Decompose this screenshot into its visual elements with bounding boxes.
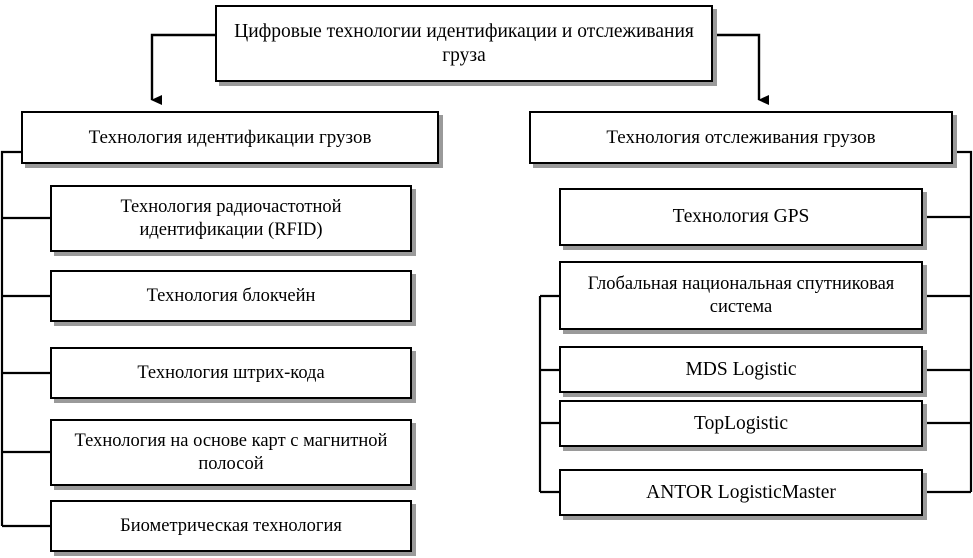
leaf-node-gnss[interactable]: Глобальная национальная спутниковая сист… bbox=[559, 261, 923, 330]
branch-node-tracking-label: Технология отслеживания грузов bbox=[606, 126, 876, 148]
connector-left-branch-trunk bbox=[0, 150, 50, 528]
connector-root-to-right-branch bbox=[713, 33, 769, 105]
connector-right-inner-trunk bbox=[538, 294, 559, 494]
leaf-node-biometric-label: Биометрическая технология bbox=[120, 515, 342, 536]
leaf-node-barcode-label: Технология штрих-кода bbox=[137, 362, 325, 383]
leaf-node-toplogistic[interactable]: TopLogistic bbox=[559, 400, 923, 447]
leaf-node-blockchain[interactable]: Технология блокчейн bbox=[50, 270, 412, 322]
leaf-node-mds-logistic[interactable]: MDS Logistic bbox=[559, 346, 923, 393]
leaf-node-toplogistic-label: TopLogistic bbox=[694, 412, 788, 434]
leaf-node-gnss-label: Глобальная национальная спутниковая сист… bbox=[587, 273, 895, 317]
leaf-node-gps-label: Технология GPS bbox=[672, 206, 810, 228]
root-node[interactable]: Цифровые технологии идентификации и отсл… bbox=[215, 5, 713, 82]
leaf-node-mds-logistic-label: MDS Logistic bbox=[685, 358, 797, 380]
leaf-node-gps[interactable]: Технология GPS bbox=[559, 188, 923, 246]
leaf-node-magnetic-stripe-cards[interactable]: Технология на основе карт с магнитной по… bbox=[50, 419, 412, 486]
leaf-node-barcode[interactable]: Технология штрих-кода bbox=[50, 347, 412, 399]
leaf-node-antor-logisticmaster[interactable]: ANTOR LogisticMaster bbox=[559, 469, 923, 516]
leaf-node-rfid[interactable]: Технология радиочастотной идентификации … bbox=[50, 185, 412, 252]
leaf-node-magnetic-stripe-cards-label: Технология на основе карт с магнитной по… bbox=[74, 430, 388, 474]
branch-node-identification[interactable]: Технология идентификации грузов bbox=[21, 111, 439, 164]
leaf-node-rfid-label: Технология радиочастотной идентификации … bbox=[120, 196, 342, 240]
connector-right-branch-trunk bbox=[923, 150, 973, 494]
root-node-label: Цифровые технологии идентификации и отсл… bbox=[234, 20, 694, 66]
connector-root-to-left-branch bbox=[150, 33, 215, 105]
leaf-node-biometric[interactable]: Биометрическая технология bbox=[50, 500, 412, 552]
leaf-node-antor-logisticmaster-label: ANTOR LogisticMaster bbox=[646, 481, 836, 503]
branch-node-identification-label: Технология идентификации грузов bbox=[88, 126, 372, 148]
leaf-node-blockchain-label: Технология блокчейн bbox=[146, 285, 316, 306]
branch-node-tracking[interactable]: Технология отслеживания грузов bbox=[529, 111, 953, 164]
